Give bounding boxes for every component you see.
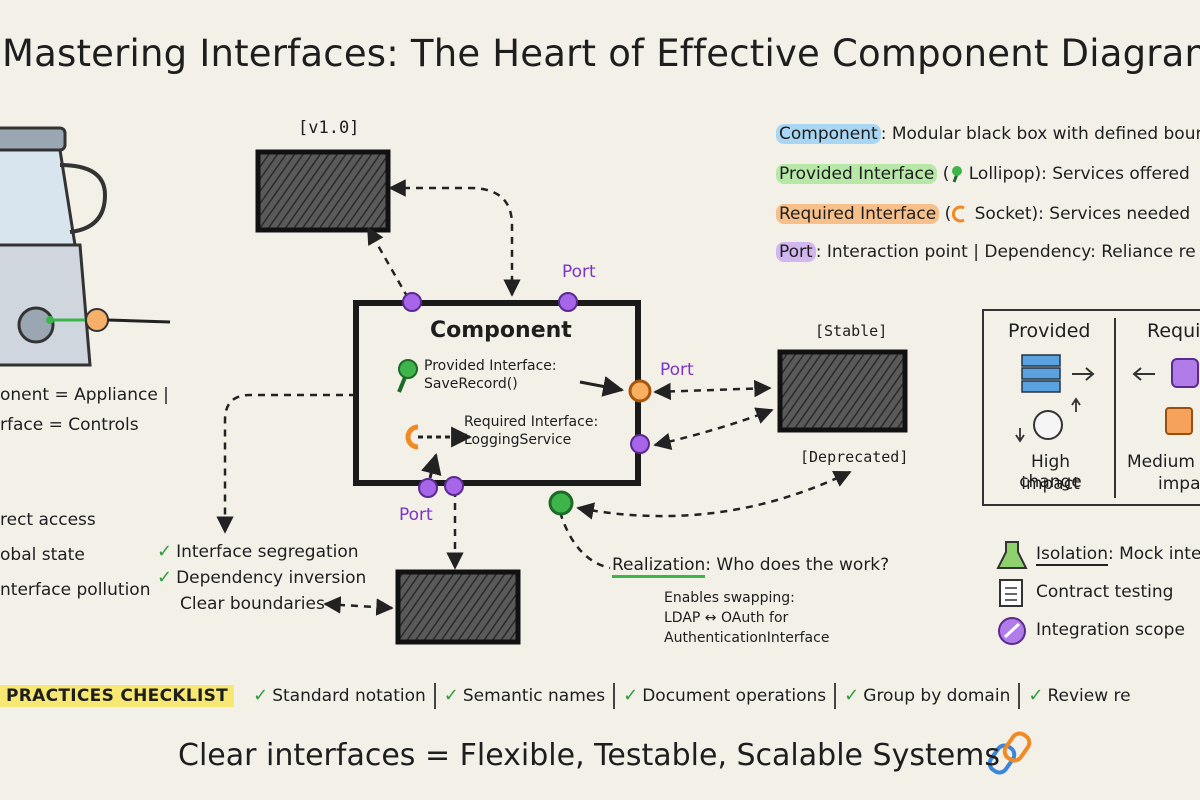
- check-icon: ✓: [844, 684, 860, 706]
- principle-item: Clear boundaries: [180, 594, 325, 614]
- port-right-provided: [628, 379, 652, 403]
- checklist-item: ✓Review re: [1028, 684, 1131, 706]
- principle-item: ✓Interface segregation: [157, 541, 359, 562]
- port-bottom-right: [444, 476, 464, 496]
- provided-interface-label: Provided Interface:: [424, 358, 557, 374]
- version-component-box: [255, 149, 391, 233]
- swap-line: Enables swapping:: [664, 590, 795, 606]
- lollipop-icon: [952, 166, 963, 183]
- divider: [834, 683, 837, 709]
- impact-table: [982, 309, 1200, 506]
- analogy-line-2: rface = Controls: [0, 415, 139, 435]
- dependency-component-box: [395, 569, 521, 645]
- port-right-lower: [630, 434, 650, 454]
- impact-provided-line: High change: [1019, 452, 1082, 492]
- check-icon: ✓: [623, 684, 639, 706]
- port-top-right: [558, 292, 578, 312]
- check-icon: ✓: [253, 684, 269, 706]
- testing-integration: Integration scope: [1036, 620, 1185, 640]
- best-practices-checklist: PRACTICES CHECKLIST ✓Standard notation ✓S…: [0, 683, 1200, 709]
- testing-isolation: Isolation: Mock inte: [1036, 544, 1200, 566]
- legend-required: Required Interface ( Socket): Services n…: [776, 204, 1190, 224]
- arrow-left-icon: [1132, 367, 1155, 381]
- provided-operation: SaveRecord(): [424, 376, 518, 392]
- impact-required-line: impa: [1158, 474, 1200, 494]
- lollipop-icon: [397, 359, 418, 393]
- port-label: Port: [562, 262, 596, 282]
- required-interface-label: Required Interface:: [464, 414, 599, 430]
- circle-icon: [1033, 410, 1063, 440]
- checklist-item: ✓Standard notation: [253, 684, 426, 706]
- analogy-line-1: onent = Appliance |: [0, 385, 169, 405]
- impact-required-line: Medium c: [1127, 452, 1200, 472]
- flask-icon: [996, 541, 1028, 569]
- port-top-left: [402, 292, 422, 312]
- anti-pattern-item: nterface pollution: [0, 580, 151, 600]
- divider: [613, 683, 616, 709]
- port-label: Port: [660, 360, 694, 380]
- check-icon: ✓: [443, 684, 459, 706]
- orange-square-icon: [1165, 407, 1193, 435]
- checklist-item: ✓Document operations: [623, 684, 827, 706]
- checklist-item: ✓Group by domain: [844, 684, 1011, 706]
- checklist-item: ✓Semantic names: [443, 684, 606, 706]
- principle-item: ✓Dependency inversion: [157, 567, 367, 588]
- socket-icon: [405, 424, 419, 450]
- arrow-right-icon: [1072, 367, 1095, 381]
- purple-square-icon: [1171, 358, 1199, 388]
- port-bottom-left: [418, 478, 438, 498]
- port-label: Port: [399, 505, 433, 525]
- divider: [1018, 683, 1021, 709]
- page-title: Mastering Interfaces: The Heart of Effec…: [2, 32, 1200, 75]
- realization-node: [548, 490, 574, 516]
- socket-icon: [952, 205, 966, 223]
- divider: [433, 683, 436, 709]
- blender-icon: [0, 126, 171, 367]
- checklist-label: PRACTICES CHECKLIST: [0, 684, 235, 707]
- server-icon: [1021, 354, 1061, 393]
- testing-contract: Contract testing: [1036, 582, 1174, 602]
- stable-component-box: [777, 349, 908, 433]
- version-label: [v1.0]: [298, 118, 360, 138]
- legend-component: Component: Modular black box with define…: [776, 124, 1200, 144]
- impact-provided-header: Provided: [1008, 320, 1091, 342]
- anti-pattern-item: obal state: [0, 545, 85, 565]
- impact-provided-line: impact: [1021, 474, 1080, 494]
- swap-line: LDAP ↔ OAuth for: [664, 610, 789, 626]
- realization-text: Realization: Who does the work?: [612, 555, 889, 578]
- legend-port: Port: Interaction point | Dependency: Re…: [776, 242, 1196, 262]
- link-icon: [998, 617, 1026, 645]
- check-icon: ✓: [1028, 684, 1044, 706]
- footer-tagline: Clear interfaces = Flexible, Testable, S…: [178, 738, 1001, 773]
- check-icon: ✓: [157, 567, 173, 588]
- main-component-box: [353, 300, 641, 486]
- component-title: Component: [430, 318, 572, 343]
- legend-provided: Provided Interface ( Lollipop): Services…: [776, 164, 1190, 184]
- anti-pattern-item: rect access: [0, 510, 96, 530]
- swap-line: AuthenticationInterface: [664, 630, 830, 646]
- checklist-icon: [999, 579, 1023, 607]
- required-operation: LoggingService: [464, 432, 572, 448]
- deprecated-label: [Deprecated]: [800, 448, 909, 466]
- impact-required-header: Requi: [1147, 320, 1200, 342]
- stable-label: [Stable]: [815, 322, 888, 340]
- check-icon: ✓: [157, 541, 173, 562]
- chain-icon: [987, 731, 1032, 775]
